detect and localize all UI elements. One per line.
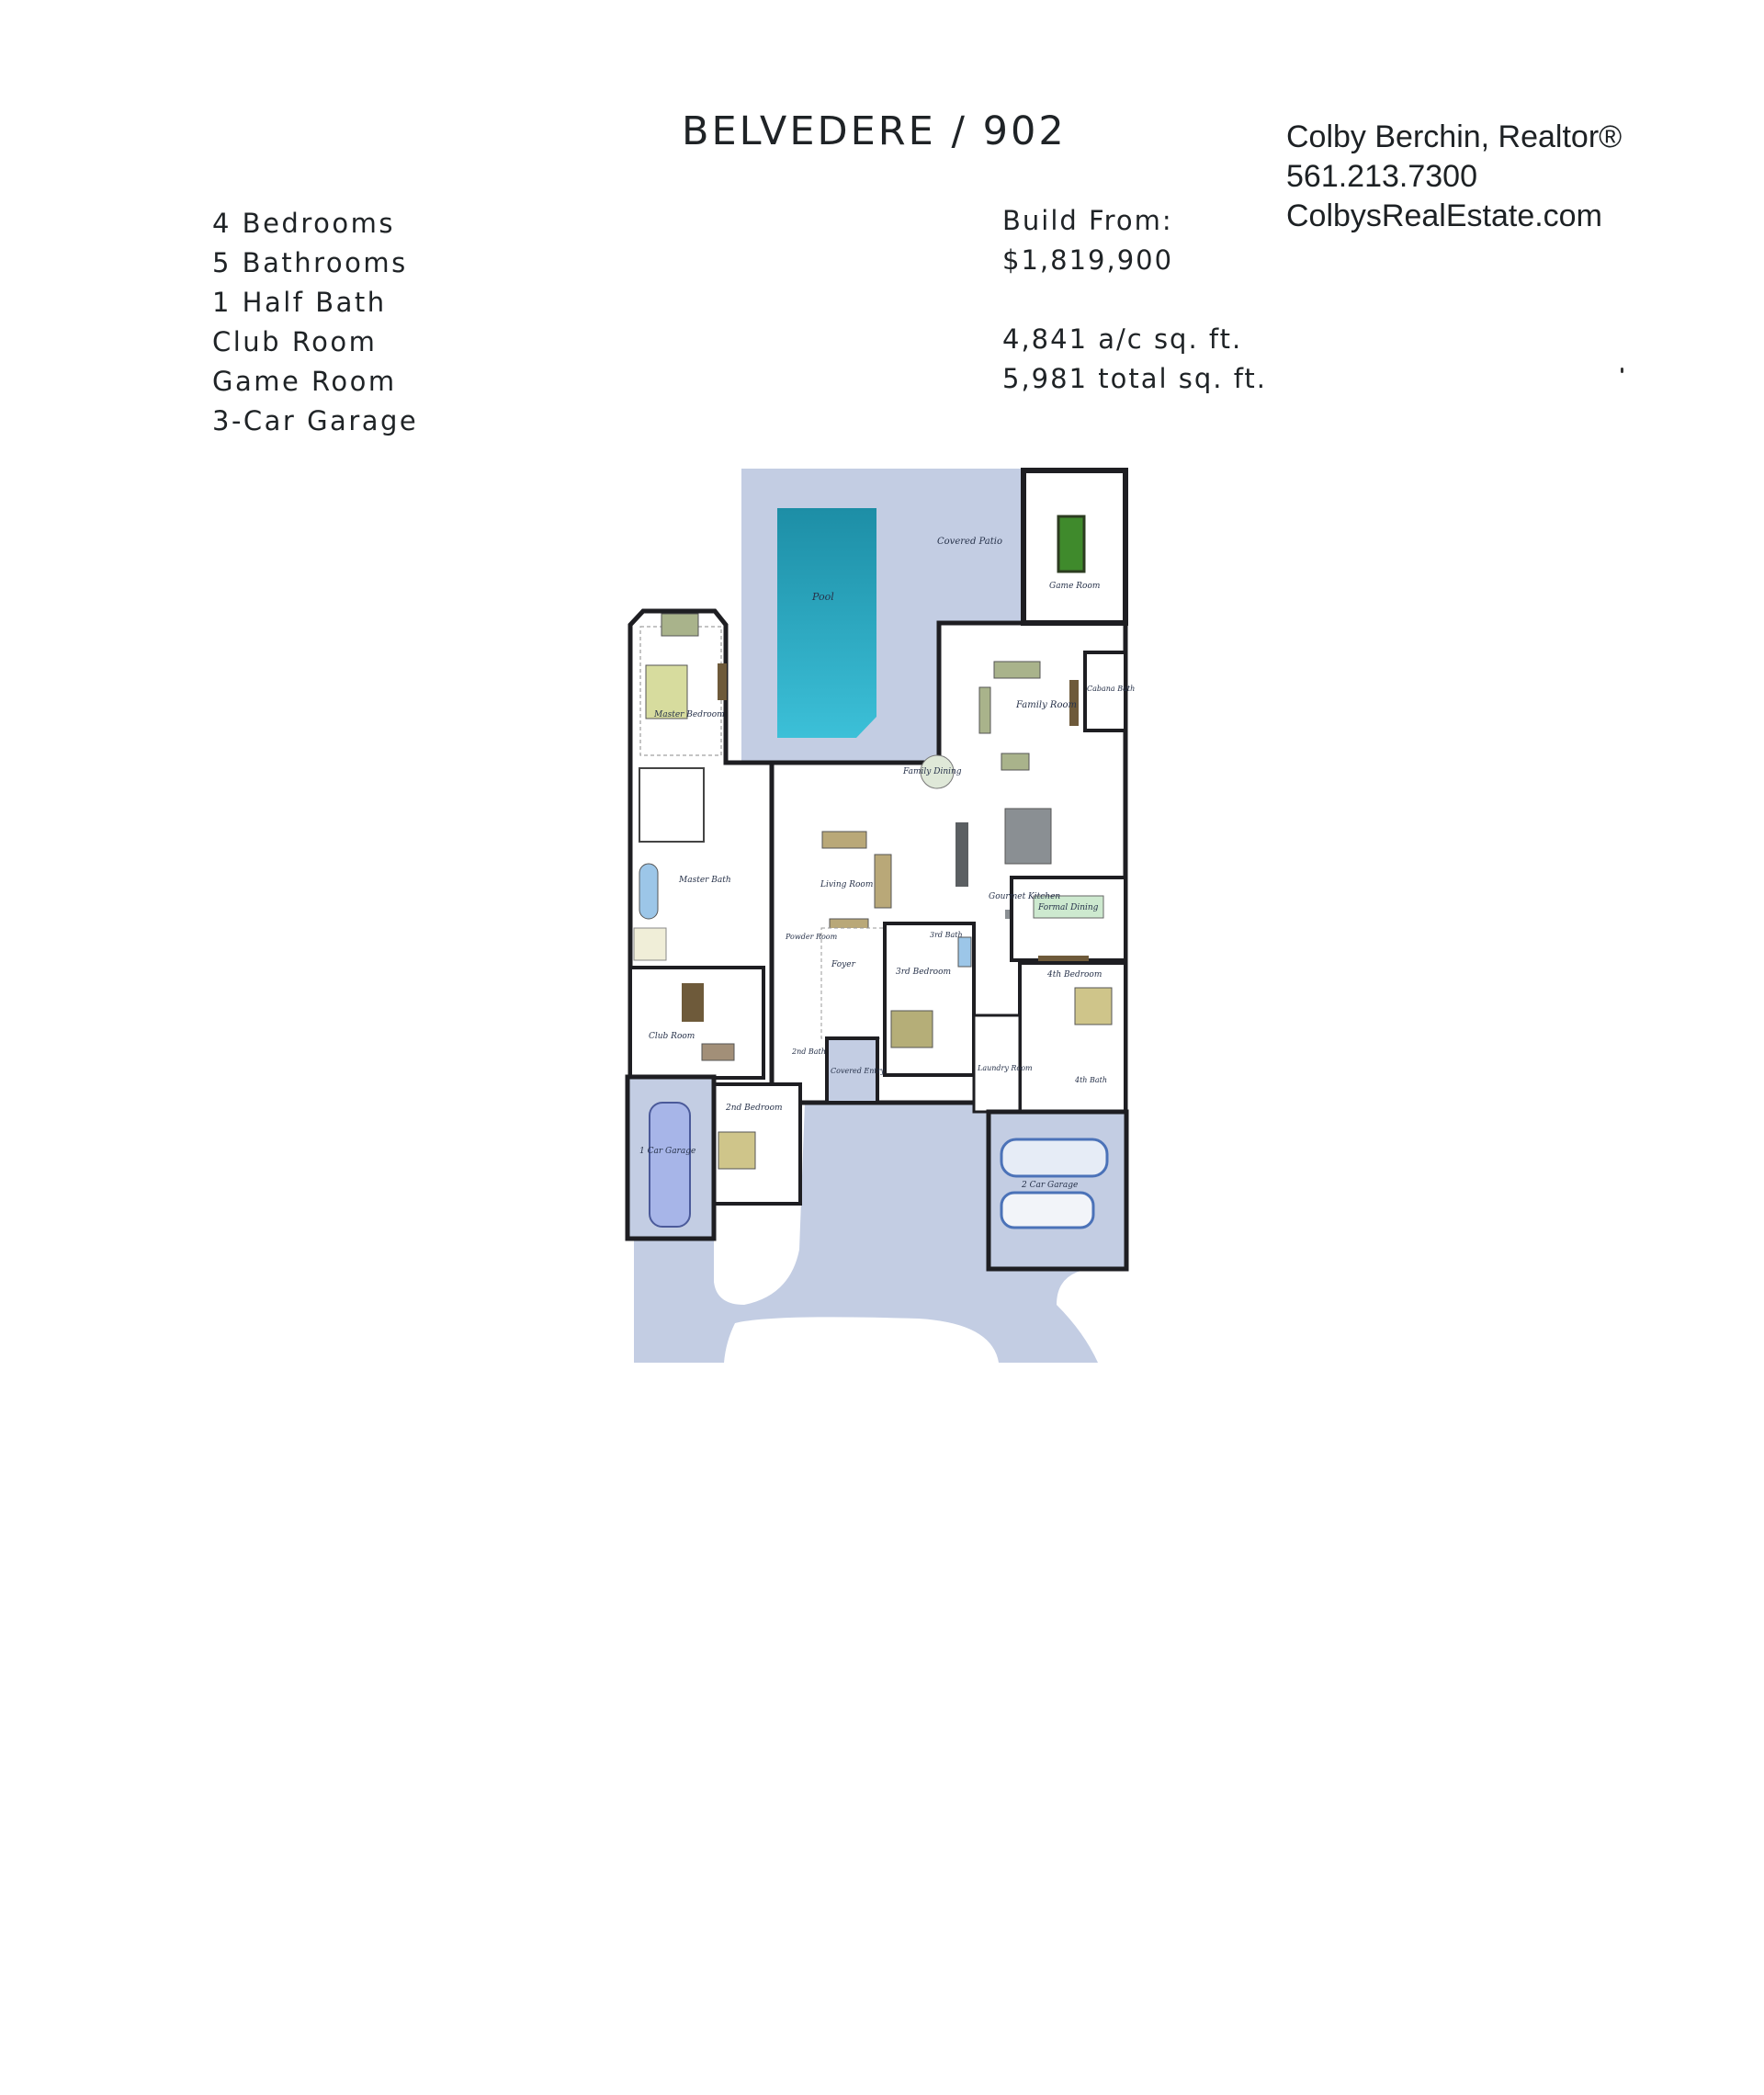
feature-item-garage: 3-Car Garage — [212, 405, 419, 436]
label-fourth-bath: 4th Bath — [1074, 1076, 1107, 1084]
feature-item-bathrooms: 5 Bathrooms — [212, 247, 408, 278]
label-covered-entry: Covered Entry — [831, 1067, 885, 1075]
label-family-dining: Family Dining — [902, 767, 962, 776]
label-club-room: Club Room — [649, 1032, 695, 1041]
agent-website[interactable]: ColbysRealEstate.com — [1286, 198, 1602, 233]
label-laundry-room: Laundry Room — [977, 1064, 1033, 1072]
label-master-bath: Master Bath — [678, 876, 731, 885]
car-icon — [1000, 1191, 1095, 1229]
feature-item-game-room: Game Room — [212, 366, 397, 397]
foyer — [820, 927, 887, 1039]
label-formal-dining: Formal Dining — [1037, 903, 1099, 912]
label-two-car-garage: 2 Car Garage — [1021, 1181, 1078, 1190]
label-fourth-bedroom: 4th Bedroom — [1046, 970, 1102, 980]
agent-phone[interactable]: 561.213.7300 — [1286, 159, 1477, 194]
scan-speck — [1621, 368, 1623, 373]
label-second-bedroom: 2nd Bedroom — [725, 1104, 783, 1113]
label-third-bath: 3rd Bath — [930, 931, 963, 939]
car-icon — [649, 1102, 691, 1228]
price: $1,819,900 — [1002, 244, 1174, 276]
agent-contact: Colby Berchin, Realtor® 561.213.7300 Col… — [1286, 118, 1622, 236]
dining-table-icon — [920, 754, 955, 789]
feature-item-club-room: Club Room — [212, 326, 378, 357]
feature-item-bedrooms: 4 Bedrooms — [212, 208, 395, 239]
car-icon — [1000, 1138, 1109, 1178]
page-title: BELVEDERE / 902 — [682, 108, 1067, 154]
label-second-bath: 2nd Bath — [791, 1048, 826, 1056]
feature-item-half-bath: 1 Half Bath — [212, 287, 387, 318]
billiard-table-icon — [1057, 515, 1086, 573]
label-foyer: Foyer — [831, 960, 856, 969]
label-third-bedroom: 3rd Bedroom — [896, 968, 951, 977]
label-pool: Pool — [811, 591, 834, 603]
sofa-icon — [661, 613, 699, 637]
pool — [777, 508, 876, 738]
master-bed-icon — [645, 664, 688, 719]
build-from-label: Build From: — [1002, 205, 1173, 236]
tub-icon — [639, 863, 659, 920]
label-one-car-garage: 1 Car Garage — [639, 1147, 695, 1156]
feature-list: 4 Bedrooms 5 Bathrooms 1 Half Bath Club … — [212, 204, 418, 441]
pricing-block: Build From: $1,819,900 4,841 a/c sq. ft.… — [1002, 201, 1267, 399]
fourth-bedroom — [1018, 961, 1127, 1114]
label-powder-room: Powder Room — [785, 933, 838, 941]
label-living-room: Living Room — [820, 880, 873, 889]
ac-sqft: 4,841 a/c sq. ft. — [1002, 323, 1243, 355]
agent-name: Colby Berchin, Realtor® — [1286, 119, 1623, 154]
formal-dining — [1010, 876, 1127, 962]
label-gourmet-kitchen: Gourmet Kitchen — [989, 892, 1060, 901]
label-cabana-bath: Cabana Bath — [1087, 685, 1135, 693]
kitchen-island-icon — [1004, 808, 1052, 865]
covered-entry — [825, 1036, 879, 1104]
cabana-bath — [1083, 651, 1127, 732]
label-family-room: Family Room — [1015, 700, 1077, 710]
two-car-garage — [986, 1109, 1129, 1272]
label-covered-patio: Covered Patio — [937, 537, 1002, 547]
total-sqft: 5,981 total sq. ft. — [1002, 363, 1268, 394]
label-master-bedroom: Master Bedroom — [653, 710, 725, 719]
label-game-room: Game Room — [1049, 582, 1100, 591]
